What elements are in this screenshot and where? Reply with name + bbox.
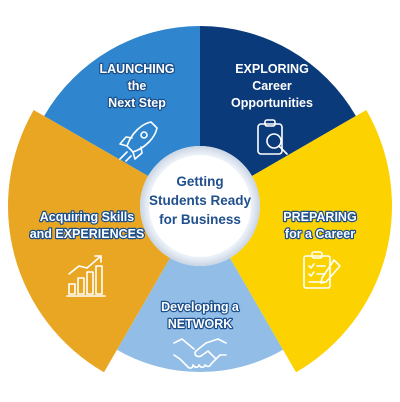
label-launching: LAUNCHING the Next Step	[98, 61, 175, 111]
growth-chart-icon	[66, 255, 106, 297]
label-acquiring: Acquiring Skills and EXPERIENCES	[28, 209, 145, 242]
segment-exploring	[200, 26, 356, 176]
label-preparing: PREPARING for a Career	[282, 209, 358, 242]
acquiring-line-1: Acquiring Skills	[40, 210, 135, 224]
launching-line-3: Next Step	[108, 96, 166, 110]
segment-developing	[117, 257, 283, 372]
launching-line-1: LAUNCHING	[100, 62, 175, 76]
checklist-pen-icon	[303, 251, 341, 289]
center-line-2: Students Ready	[149, 193, 252, 208]
segment-acquiring	[7, 110, 171, 373]
segment-launching	[44, 26, 200, 176]
center-hub-inner	[149, 155, 251, 257]
rocket-icon	[119, 121, 158, 162]
handshake-icon	[173, 338, 227, 369]
exploring-line-1: EXPLORING	[235, 62, 309, 76]
developing-line-2: NETWORK	[168, 317, 233, 331]
clipboard-magnifier-icon	[257, 119, 288, 155]
center-line-3: for Business	[159, 212, 241, 227]
preparing-line-2: for a Career	[285, 227, 355, 241]
preparing-line-1: PREPARING	[283, 210, 356, 224]
acquiring-line-2: and EXPERIENCES	[30, 227, 145, 241]
label-exploring: EXPLORING Career Opportunities	[231, 62, 313, 110]
launching-line-2: the	[128, 79, 147, 93]
developing-line-1: Developing a	[161, 300, 240, 314]
exploring-line-2: Career	[252, 79, 292, 93]
label-developing: Developing a NETWORK	[160, 299, 241, 332]
segment-preparing	[230, 110, 392, 373]
exploring-line-3: Opportunities	[231, 96, 313, 110]
center-line-1: Getting	[176, 174, 223, 189]
